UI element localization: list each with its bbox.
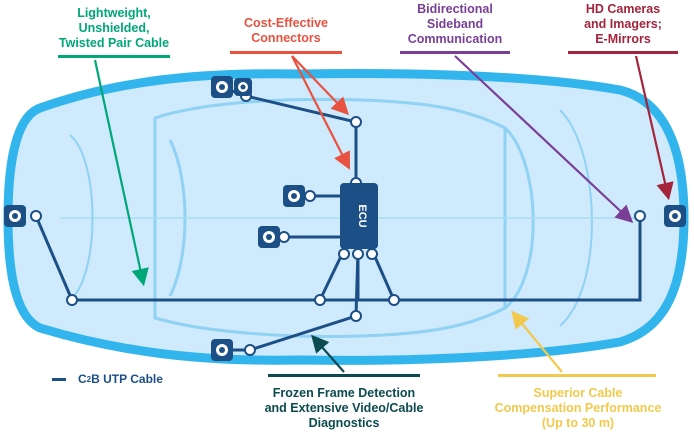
legend-line-swatch bbox=[52, 377, 66, 381]
label-cable-compensation: Superior Cable Compensation Performance … bbox=[494, 386, 662, 430]
label-underlines bbox=[58, 51, 678, 377]
legend-suffix: B UTP Cable bbox=[91, 372, 163, 386]
ecu-module: ECU bbox=[340, 183, 378, 249]
label-lightweight-cable: Lightweight, Unshielded, Twisted Pair Ca… bbox=[58, 6, 170, 50]
label-hd-cameras: HD Cameras and Imagers; E-Mirrors bbox=[584, 2, 662, 46]
ecu-label: ECU bbox=[356, 204, 368, 227]
camera-icon-right bbox=[664, 205, 686, 227]
camera-icon-mirror-left bbox=[234, 78, 252, 96]
camera-icons bbox=[4, 76, 686, 361]
camera-icon-top-left bbox=[211, 76, 233, 98]
label-frozen-frame-detection: Frozen Frame Detection and Extensive Vid… bbox=[264, 386, 424, 430]
legend-sup: 2 bbox=[86, 374, 92, 384]
label-cost-effective-connectors: Cost-Effective Connectors bbox=[243, 16, 329, 45]
label-bidirectional-sideband: Bidirectional Sideband Communication bbox=[407, 2, 503, 46]
camera-icon-center-1 bbox=[283, 185, 305, 207]
callout-arrows bbox=[93, 55, 674, 373]
camera-icon-center-2 bbox=[258, 226, 280, 248]
camera-icon-bottom-left bbox=[211, 339, 233, 361]
legend-prefix: C bbox=[78, 372, 87, 386]
camera-icon-left bbox=[4, 205, 26, 227]
